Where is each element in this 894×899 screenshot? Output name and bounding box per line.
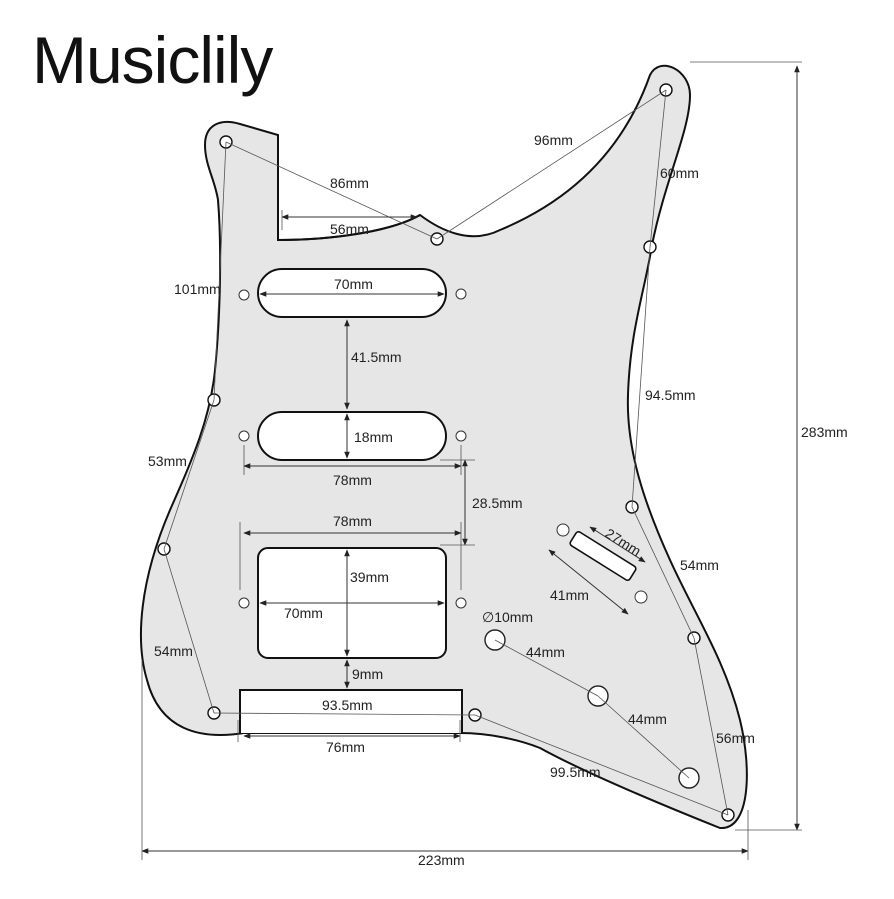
label-44mm-b: 44mm: [628, 711, 667, 727]
label-54mm-right: 54mm: [680, 557, 719, 573]
label-41mm: 41mm: [550, 587, 589, 603]
label-70mm-bridge: 70mm: [284, 605, 323, 621]
label-56mm: 56mm: [330, 221, 369, 237]
label-70mm-neck: 70mm: [334, 276, 373, 292]
label-78mm-a: 78mm: [333, 472, 372, 488]
label-94-5mm: 94.5mm: [645, 387, 696, 403]
label-60mm: 60mm: [660, 165, 699, 181]
middle-pickup-cavity: [257, 411, 447, 461]
label-41-5mm: 41.5mm: [351, 349, 402, 365]
label-223mm: 223mm: [418, 852, 465, 868]
label-39mm: 39mm: [350, 569, 389, 585]
dimension-arrows: [141, 65, 800, 854]
brand-logo-text: Musiclily: [32, 23, 273, 97]
label-76mm: 76mm: [326, 739, 365, 755]
label-18mm: 18mm: [354, 429, 393, 445]
screw-distance-lines: [163, 89, 729, 816]
label-54mm-left: 54mm: [154, 643, 193, 659]
label-93-5mm: 93.5mm: [322, 697, 373, 713]
extension-lines: [141, 61, 802, 860]
label-9mm: 9mm: [352, 666, 383, 682]
label-99-5mm: 99.5mm: [550, 764, 601, 780]
label-56mm-right: 56mm: [716, 730, 755, 746]
label-96mm: 96mm: [534, 132, 573, 148]
label-28-5mm: 28.5mm: [472, 495, 523, 511]
label-283mm: 283mm: [801, 424, 848, 440]
bottom-notch: [239, 689, 463, 733]
label-53mm: 53mm: [148, 453, 187, 469]
label-101mm: 101mm: [174, 281, 221, 297]
label-86mm: 86mm: [330, 175, 369, 191]
label-78mm-b: 78mm: [333, 513, 372, 529]
pickup-screw-holes: [238, 288, 648, 609]
label-10mm-diameter: ∅10mm: [482, 609, 533, 625]
label-44mm-a: 44mm: [526, 644, 565, 660]
neck-notch: [277, 135, 421, 242]
